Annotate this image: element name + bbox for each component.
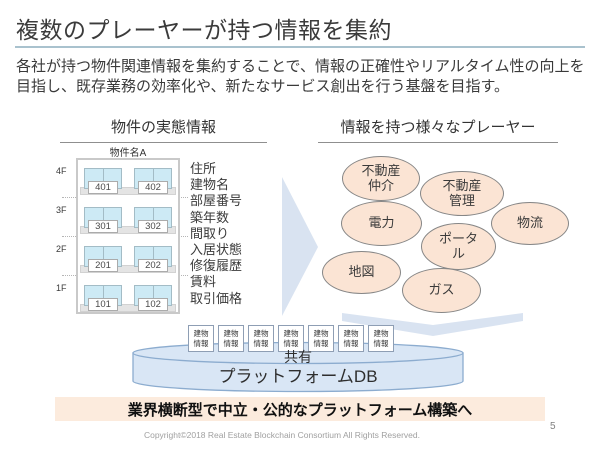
attribute-item: 築年数 <box>190 209 230 225</box>
player-label: ガス <box>428 282 455 298</box>
title-divider <box>15 46 585 48</box>
chip-label: 建物情報 <box>283 328 299 348</box>
player-ellipse: ガス <box>402 268 481 313</box>
room-number: 301 <box>88 220 118 233</box>
balcony <box>80 265 176 273</box>
attribute-item: 間取り <box>190 225 230 241</box>
player-ellipse: 地図 <box>322 251 401 294</box>
db-label-platform: プラットフォームDB <box>218 367 378 386</box>
page-title: 複数のプレーヤーが持つ情報を集約 <box>16 17 392 43</box>
building-floor: 301 302 <box>78 207 178 237</box>
player-ellipse: 不動産仲介 <box>342 156 420 201</box>
room-number: 102 <box>138 298 168 311</box>
building-box: 401 402 301 302 201 202 101 102 <box>76 158 180 314</box>
room-number: 402 <box>138 181 168 194</box>
floor-label: 1F <box>56 283 67 293</box>
right-section-header: 情報を持つ様々なプレーヤー <box>318 116 558 143</box>
floor-label: 4F <box>56 166 67 176</box>
balcony <box>80 226 176 234</box>
player-ellipse: 不動産管理 <box>420 171 504 216</box>
room-number: 101 <box>88 298 118 311</box>
attribute-item: 入居状態 <box>190 242 243 258</box>
player-ellipse: 電力 <box>341 201 422 246</box>
attribute-item: 修復履歴 <box>190 258 243 274</box>
room-number: 401 <box>88 181 118 194</box>
building-floor: 401 402 <box>78 168 178 198</box>
footer-copyright: Copyright©2018 Real Estate Blockchain Co… <box>143 430 421 440</box>
building-floor: 201 202 <box>78 246 178 276</box>
player-label: 不動産管理 <box>442 177 482 208</box>
right-arrow-icon <box>282 177 318 316</box>
conclusion-banner: 業界横断型で中立・公的なプラットフォーム構築へ <box>55 397 545 421</box>
player-label: ポータル <box>438 230 478 261</box>
room-number: 302 <box>138 220 168 233</box>
attribute-item: 賃料 <box>190 274 217 290</box>
attribute-item: 住所 <box>190 161 217 176</box>
balcony <box>80 304 176 312</box>
player-label: 電力 <box>368 215 395 231</box>
floor-label: 3F <box>56 205 67 215</box>
slide-description: 各社が持つ物件関連情報を集約することで、情報の正確性やリアルタイム性の向上を目指… <box>16 58 585 96</box>
attribute-item: 建物名 <box>190 177 230 193</box>
chip-label: 建物情報 <box>313 328 329 348</box>
player-label: 物流 <box>516 215 543 231</box>
room-number: 201 <box>88 259 118 272</box>
player-label: 地図 <box>348 264 375 280</box>
floor-label: 2F <box>56 244 67 254</box>
building-name: 物件名A <box>109 148 147 159</box>
chip-label: 建物情報 <box>373 328 389 348</box>
balcony <box>80 187 176 195</box>
player-ellipse: ポータル <box>421 223 496 270</box>
left-section-header: 物件の実態情報 <box>60 116 267 143</box>
attribute-item: 部屋番号 <box>190 193 243 209</box>
room-number: 202 <box>138 259 168 272</box>
page-number: 5 <box>550 421 556 432</box>
chip-label: 建物情報 <box>223 328 239 348</box>
attribute-list: 住所建物名部屋番号築年数間取り入居状態修復履歴賃料取引価格 <box>190 161 242 307</box>
attribute-item: 取引価格 <box>190 290 243 306</box>
player-ellipse: 物流 <box>491 202 569 245</box>
player-label: 不動産仲介 <box>361 162 401 193</box>
chip-label: 建物情報 <box>343 328 359 348</box>
chip-label: 建物情報 <box>193 328 209 348</box>
chip-label: 建物情報 <box>253 328 269 348</box>
building-floor: 101 102 <box>78 285 178 315</box>
